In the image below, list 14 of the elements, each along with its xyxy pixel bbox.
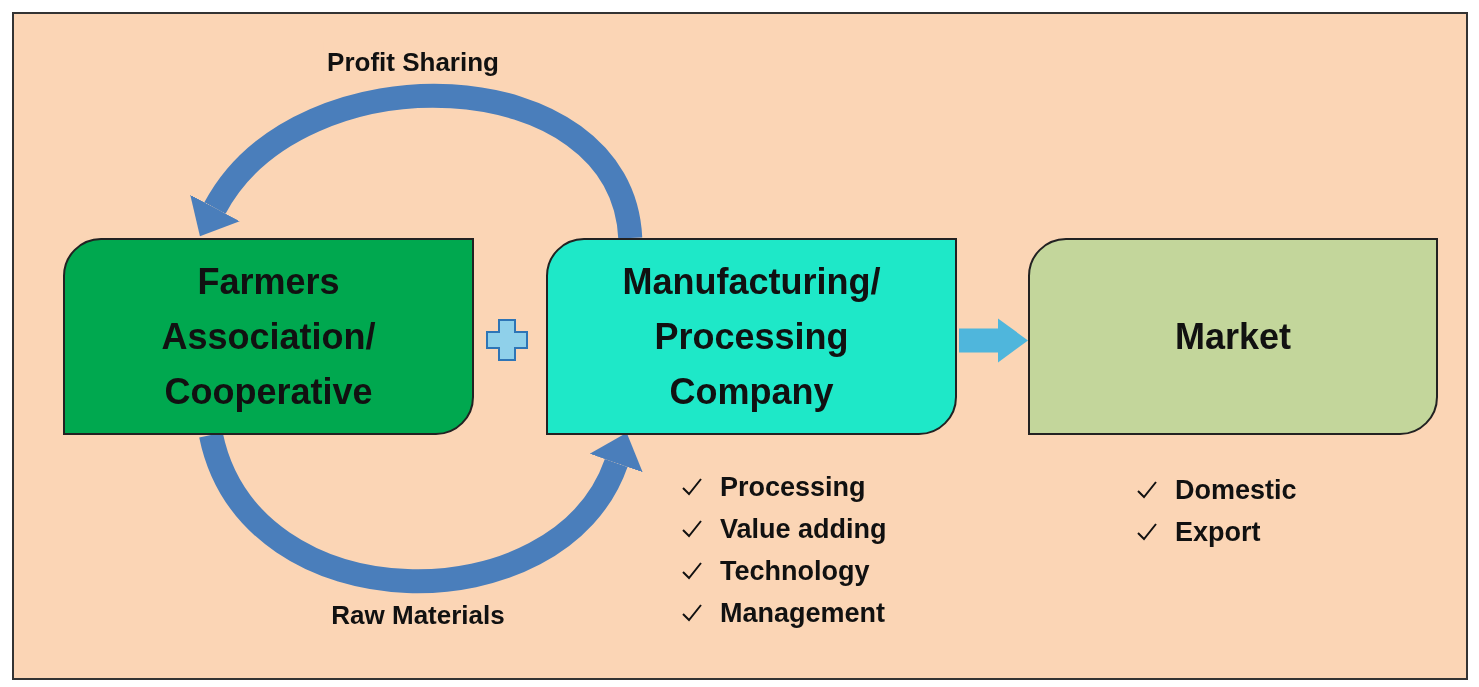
list-item: Domestic [1175,473,1297,507]
curved-arrow [192,84,643,241]
list-item: Management [720,596,886,630]
list-item: Technology [720,554,870,588]
box-title: Farmers Association/ Cooperative [160,260,377,414]
process-box [546,238,957,435]
block-arrow [959,318,1028,363]
process-box [63,238,474,435]
box-title: Market [1173,315,1293,359]
list-item: Export [1175,515,1261,549]
box-title: Manufacturing/ Processing Company [621,260,882,414]
list-item: Processing [720,470,866,504]
list-item: Value adding [720,512,887,546]
process-box [1028,238,1438,435]
